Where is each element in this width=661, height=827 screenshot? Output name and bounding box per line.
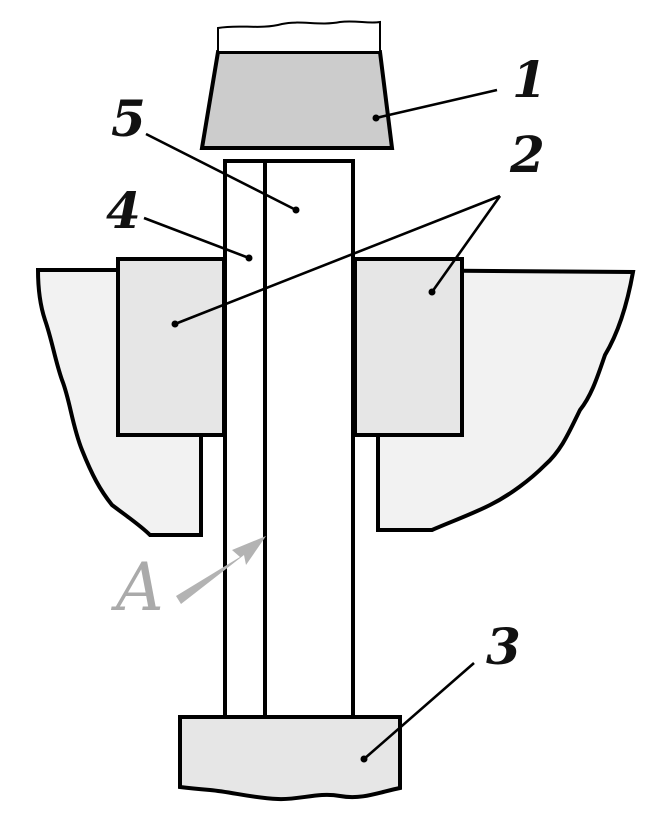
label-part-4: 4 (106, 181, 141, 240)
leader-1 (375, 88, 498, 120)
label-part-1: 1 (512, 50, 547, 109)
label-part-3: 3 (486, 617, 521, 676)
leader-4-dot (245, 254, 253, 262)
leader-2b-dot (428, 288, 436, 296)
leader-4 (143, 216, 250, 260)
die-block-right (353, 257, 464, 437)
leader-3 (363, 662, 475, 760)
die-block-left (116, 257, 226, 437)
leader-2b (430, 195, 502, 293)
label-part-2: 2 (509, 125, 545, 184)
leader-3-dot (360, 755, 368, 763)
leader-5 (145, 132, 297, 212)
label-part-5: 5 (111, 89, 146, 148)
punch-part-1 (199, 50, 395, 150)
bore-right-gap (355, 437, 376, 528)
leader-2a (174, 194, 501, 326)
leader-2a-dot (171, 320, 179, 328)
sleeve-part-4 (223, 159, 267, 719)
label-view-a: A (110, 549, 164, 626)
leader-1-dot (372, 114, 380, 122)
core-part-5 (263, 159, 355, 719)
view-arrow-icon (176, 536, 266, 604)
punch-break-top (217, 20, 381, 53)
ejector-part-3 (178, 715, 402, 802)
leader-5-dot (292, 206, 300, 214)
bore-left-gap (203, 437, 225, 533)
